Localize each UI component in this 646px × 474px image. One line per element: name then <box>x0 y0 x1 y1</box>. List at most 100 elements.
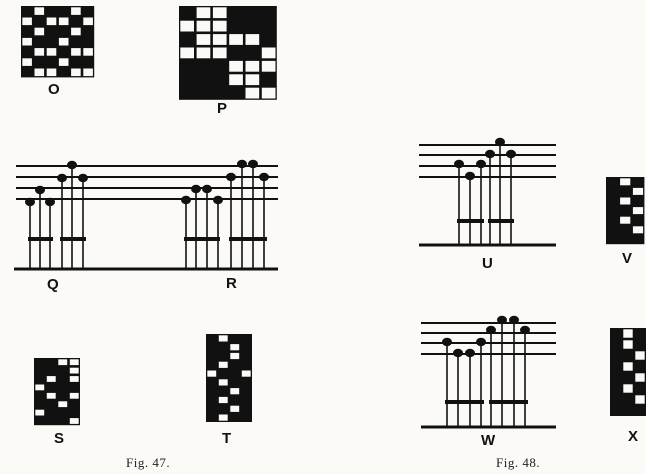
tie-dot <box>454 159 464 169</box>
grid-cell-open <box>245 34 260 45</box>
label-q: Q <box>47 276 59 293</box>
tie-dot <box>520 325 530 335</box>
grid-cell-open <box>71 7 81 15</box>
grid-cell-open <box>229 60 243 72</box>
weave-grid-x <box>610 328 646 416</box>
grid-cell-open <box>623 384 633 393</box>
weave-grid-o <box>21 6 95 78</box>
grid-cell-open <box>218 396 228 404</box>
tie-dot <box>202 184 212 194</box>
lingo-bar <box>184 237 220 241</box>
grid-cell-open <box>34 27 45 36</box>
tie-dot <box>259 172 269 182</box>
weave-grid-t <box>206 334 252 422</box>
grid-cell-open <box>71 68 81 77</box>
caption-fig-47: Fig. 47. <box>126 455 170 470</box>
tie-dot <box>495 137 505 147</box>
shaft-tie-dots <box>454 137 516 181</box>
grid-cell-open <box>35 409 45 416</box>
tie-dot <box>509 315 519 325</box>
grid-frame <box>179 6 277 100</box>
grid-cell-open <box>196 47 211 59</box>
tie-dot <box>486 325 496 335</box>
grid-cell-open <box>230 352 240 360</box>
grid-cell-open <box>245 87 260 99</box>
harness-diagram-u <box>419 137 556 247</box>
tie-dot <box>453 348 463 358</box>
grid-frame <box>206 334 252 422</box>
label-t: T <box>222 430 231 447</box>
lingo-bar <box>445 400 484 404</box>
grid-cell-open <box>71 48 81 56</box>
grid-cell-open <box>35 384 45 391</box>
tie-dot <box>442 337 452 347</box>
grid-cell-open <box>22 17 32 26</box>
grid-cell-open <box>46 48 57 56</box>
grid-cell-open <box>180 47 194 59</box>
shaft-lines <box>16 165 278 200</box>
grid-cell-open <box>58 401 68 408</box>
lingo-bar <box>229 237 267 241</box>
grid-cell-open <box>34 7 45 15</box>
grid-cell-open <box>180 20 194 32</box>
grid-cell-open <box>212 20 227 32</box>
grid-cell-open <box>69 418 79 424</box>
grid-cell-open <box>69 392 79 399</box>
grid-cell-open <box>212 7 227 19</box>
grid-cell-open <box>83 17 93 26</box>
tie-dot <box>213 195 223 205</box>
grid-cell-open <box>261 47 276 59</box>
tie-dot <box>25 197 35 207</box>
grid-cell-open <box>230 388 240 395</box>
grid-cell-open <box>620 178 631 186</box>
label-v: V <box>622 250 632 267</box>
grid-cell-open <box>58 359 68 366</box>
tie-dot <box>57 173 67 183</box>
weave-grid-v <box>606 177 645 245</box>
tie-dot <box>78 173 88 183</box>
grid-cell-open <box>623 329 633 338</box>
grid-cell-open <box>632 207 644 215</box>
tie-dot <box>237 159 247 169</box>
grid-cell-open <box>230 405 240 412</box>
tie-dot <box>497 315 507 325</box>
shaft-tie-dots <box>25 159 269 207</box>
tie-dot <box>191 184 201 194</box>
grid-cell-open <box>620 197 631 205</box>
shaft-lines <box>419 144 556 178</box>
lingo-bars <box>445 400 528 404</box>
grid-cell-open <box>196 34 211 45</box>
lingo-bars <box>28 237 267 241</box>
grid-cell-open <box>69 359 79 366</box>
lingo-bar <box>488 219 514 223</box>
grid-cell-open <box>261 60 276 72</box>
label-o: O <box>48 81 60 98</box>
grid-cell-open <box>218 335 228 342</box>
tie-dot <box>45 197 55 207</box>
grid-cell-open <box>83 68 93 77</box>
grid-cell-open <box>69 376 79 382</box>
grid-cell-open <box>207 370 217 377</box>
tie-dot <box>35 185 45 195</box>
grid-cell-open <box>229 74 243 86</box>
label-r: R <box>226 275 237 292</box>
shaft-tie-dots <box>442 315 530 358</box>
grid-cell-open <box>212 34 227 45</box>
grid-cell-open <box>635 351 645 360</box>
tie-dot <box>506 149 516 159</box>
caption-fig-48: Fig. 48. <box>496 455 540 470</box>
tie-dot <box>181 195 191 205</box>
grid-cell-open <box>623 362 633 371</box>
grid-cell-open <box>46 68 57 77</box>
lingo-bars <box>457 219 514 223</box>
label-s: S <box>54 430 64 447</box>
grid-cell-open <box>620 216 631 224</box>
lingo-bar <box>28 237 53 241</box>
grid-cell-open <box>635 373 645 382</box>
label-u: U <box>482 255 493 272</box>
tie-dot <box>485 149 495 159</box>
tie-dot <box>248 159 258 169</box>
grid-cell-open <box>46 17 57 26</box>
label-x: X <box>628 428 638 445</box>
